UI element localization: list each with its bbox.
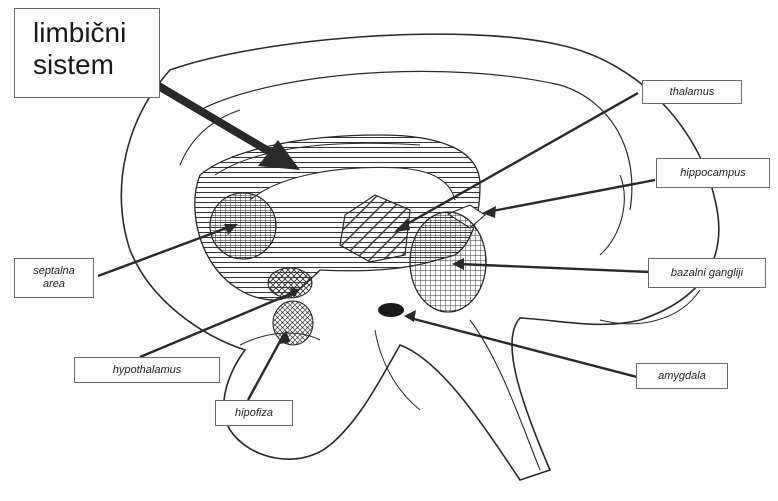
label-hipofiza: hipofiza [215,400,293,426]
label-area-text: area [43,278,65,291]
label-hipofiza-text: hipofiza [235,407,273,420]
label-thalamus-text: thalamus [670,86,715,99]
label-hypothalamus-text: hypothalamus [113,364,182,377]
label-amygdala-text: amygdala [658,370,706,383]
title-line-2: sistem [33,49,159,81]
title-line-1: limbični [33,17,159,49]
label-amygdala: amygdala [636,363,728,389]
hipofiza-region [273,301,313,345]
label-bazalni-gangliji: bazalni gangliji [648,258,766,288]
label-bazalni-text: bazalni gangliji [671,267,743,280]
label-hippocampus-text: hippocampus [680,167,745,180]
cerebellum-line [600,290,700,324]
basal-ganglia-region [410,212,486,312]
title-arrow-shaft [145,78,270,152]
label-thalamus: thalamus [642,80,742,104]
pons-line [375,330,420,410]
label-septalna-text: septalna [33,265,75,278]
label-hypothalamus: hypothalamus [74,357,220,383]
amygdala-region [378,303,404,317]
label-hippocampus: hippocampus [656,158,770,188]
title-box: limbični sistem [14,8,160,98]
label-septalna-area: septalna area [14,258,94,298]
septal-area-region [210,193,276,259]
